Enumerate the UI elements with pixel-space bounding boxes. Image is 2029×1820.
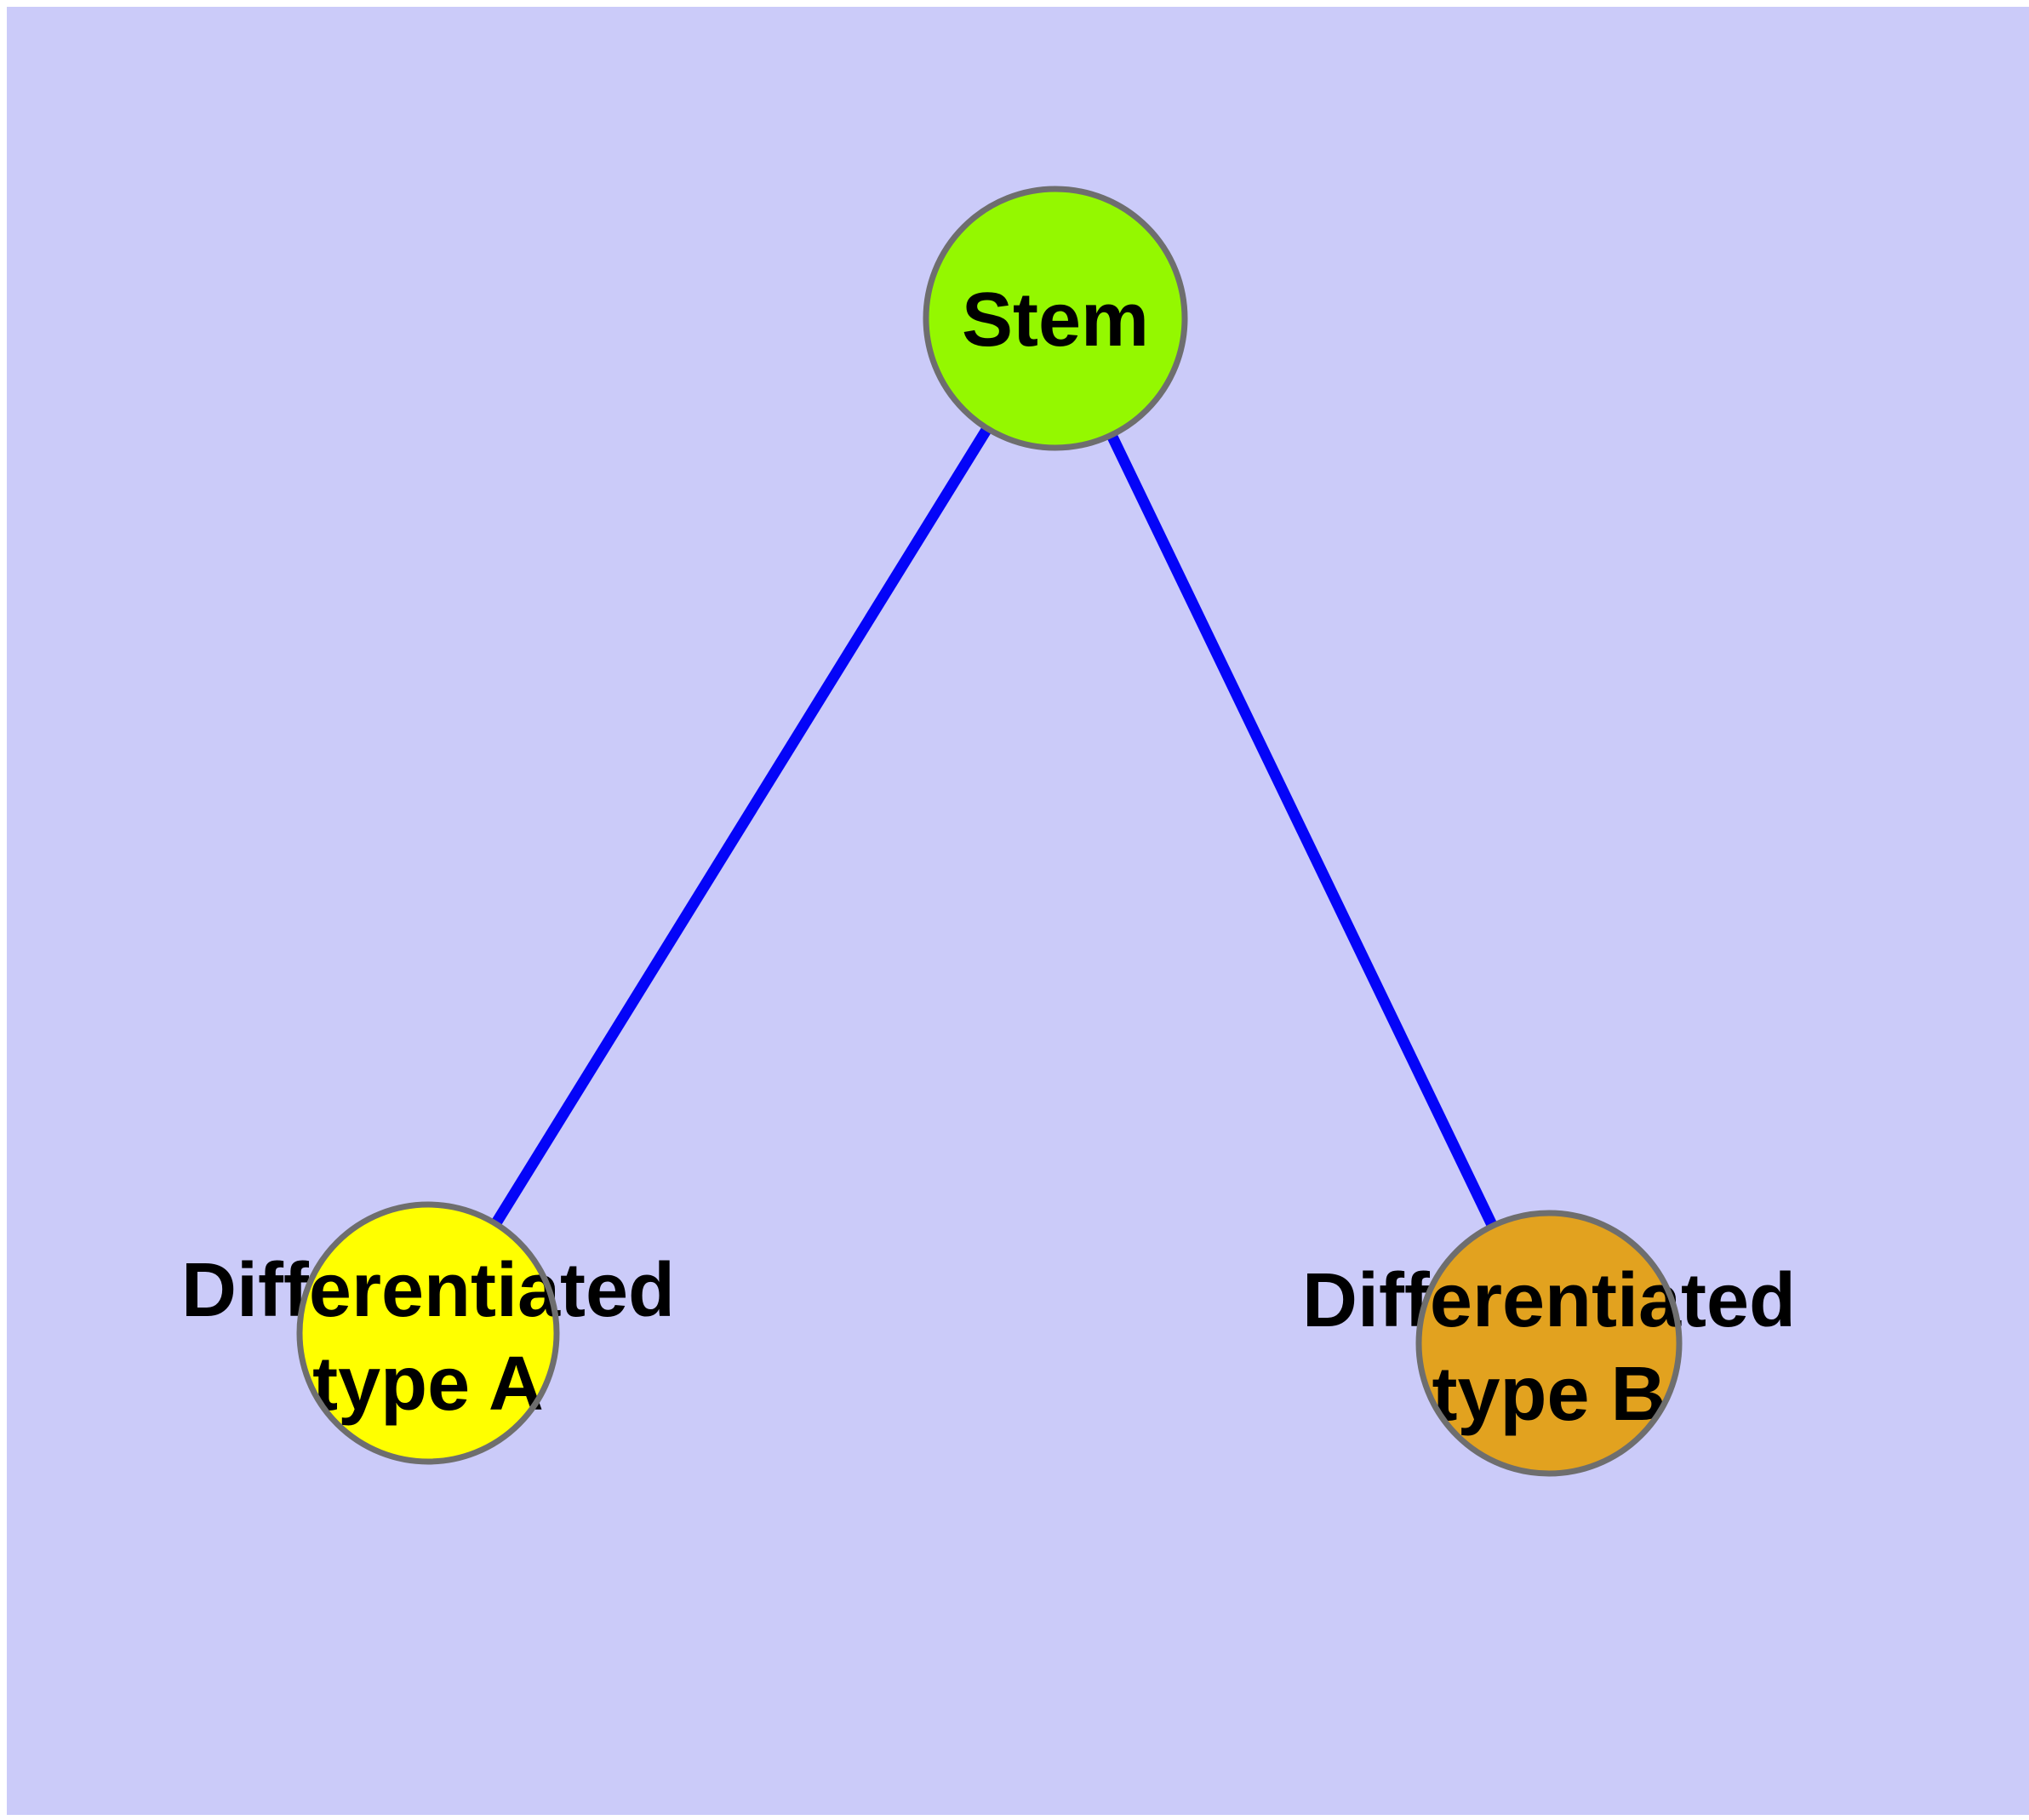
node-type-a-label-line2: type A	[312, 1342, 544, 1427]
node-stem-border	[923, 186, 1188, 451]
node-stem-label: Stem	[962, 278, 1149, 363]
node-type-b-border	[1415, 1210, 1683, 1477]
edge-stem-to-type-b	[1050, 316, 1554, 1346]
node-type-a-border	[296, 1201, 560, 1465]
node-type-b-label-line2: type B	[1432, 1352, 1666, 1437]
node-type-a-label-line1: Differentiated	[181, 1248, 675, 1333]
node-type-b-label-line1: Differentiated	[1302, 1258, 1796, 1343]
node-differentiated-type-b	[1419, 1213, 1679, 1474]
node-differentiated-type-a	[300, 1205, 557, 1462]
node-stem	[926, 189, 1185, 448]
edge-stem-to-type-a	[423, 315, 1060, 1336]
